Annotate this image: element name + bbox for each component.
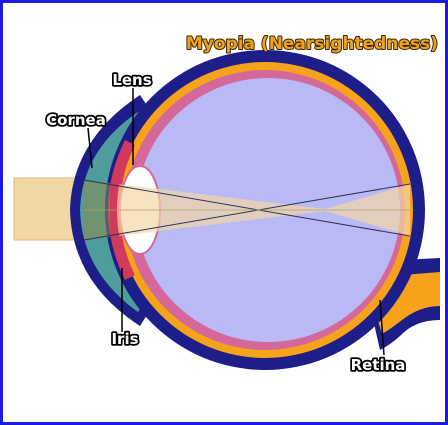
lens-label: Lens — [112, 71, 151, 89]
cornea-label: Cornea — [46, 111, 106, 129]
iris-label: Iris — [111, 330, 138, 348]
diagram-title: Myopia (Nearsightedness) — [186, 34, 438, 54]
retina-label: Retina — [351, 356, 406, 374]
